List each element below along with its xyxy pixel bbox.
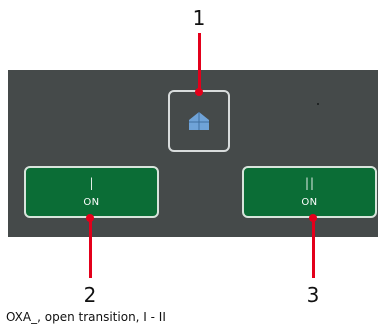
callout-number-3: 3 bbox=[306, 283, 320, 307]
callout-leader-2 bbox=[89, 218, 92, 278]
figure-caption: OXA_, open transition, I - II bbox=[6, 310, 166, 324]
position-i-state: ON bbox=[83, 197, 100, 208]
callout-leader-1 bbox=[198, 33, 201, 93]
position-i-label: I bbox=[88, 175, 94, 195]
callout-number-2: 2 bbox=[83, 283, 97, 307]
callout-number-1: 1 bbox=[192, 6, 206, 30]
home-icon bbox=[189, 112, 209, 130]
panel-speck bbox=[317, 103, 319, 105]
callout-dot-1 bbox=[195, 88, 203, 96]
callout-dot-2 bbox=[86, 214, 94, 222]
callout-dot-3 bbox=[309, 214, 317, 222]
position-ii-label: II bbox=[304, 175, 315, 195]
callout-leader-3 bbox=[312, 218, 315, 278]
position-i-button[interactable]: I ON bbox=[24, 166, 159, 218]
position-ii-button[interactable]: II ON bbox=[242, 166, 377, 218]
position-ii-state: ON bbox=[301, 197, 318, 208]
home-button[interactable] bbox=[168, 90, 230, 152]
